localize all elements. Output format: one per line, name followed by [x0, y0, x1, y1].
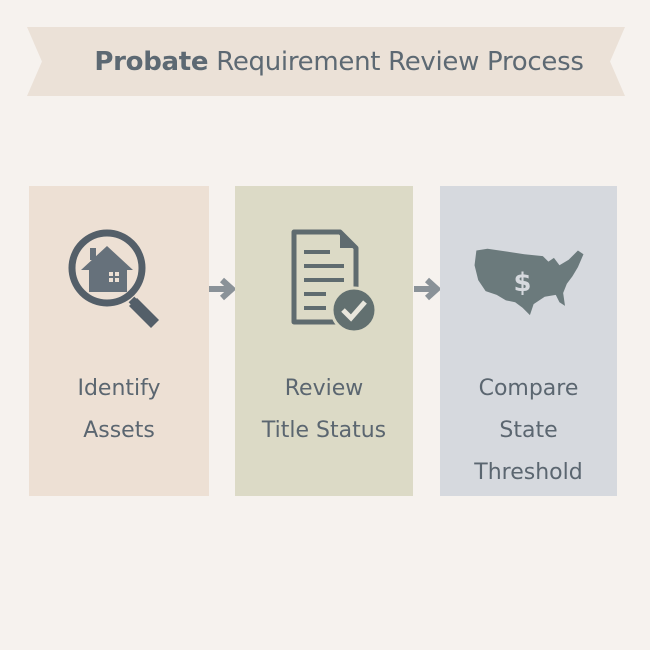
document-check-icon	[264, 226, 384, 336]
step-review-title-status: Review Title Status	[235, 186, 413, 496]
title-bold: Probate	[94, 46, 209, 77]
label-line: Threshold	[474, 460, 583, 485]
page-title: Probate Requirement Review Process	[0, 27, 650, 96]
step-label: Identify Assets	[77, 368, 160, 452]
label-line: Review	[284, 376, 364, 401]
step-label: Review Title Status	[262, 368, 386, 452]
title-rest: Requirement Review Process	[216, 46, 584, 77]
label-line: Title Status	[261, 418, 387, 443]
label-line: Compare	[478, 376, 579, 401]
step-label: Compare State Threshold	[474, 368, 582, 494]
label-line: Identify	[77, 376, 161, 401]
magnifier-house-icon	[59, 226, 179, 336]
title-banner	[27, 27, 625, 96]
label-line: Assets	[83, 418, 155, 443]
label-line: State	[499, 418, 558, 443]
step-compare-state-threshold: $ Compare State Threshold	[440, 186, 617, 496]
svg-text:$: $	[513, 268, 531, 298]
us-map-dollar-icon: $	[469, 226, 589, 336]
arrow-right-icon	[414, 277, 442, 301]
arrow-right-icon	[209, 277, 237, 301]
step-identify-assets: Identify Assets	[29, 186, 209, 496]
